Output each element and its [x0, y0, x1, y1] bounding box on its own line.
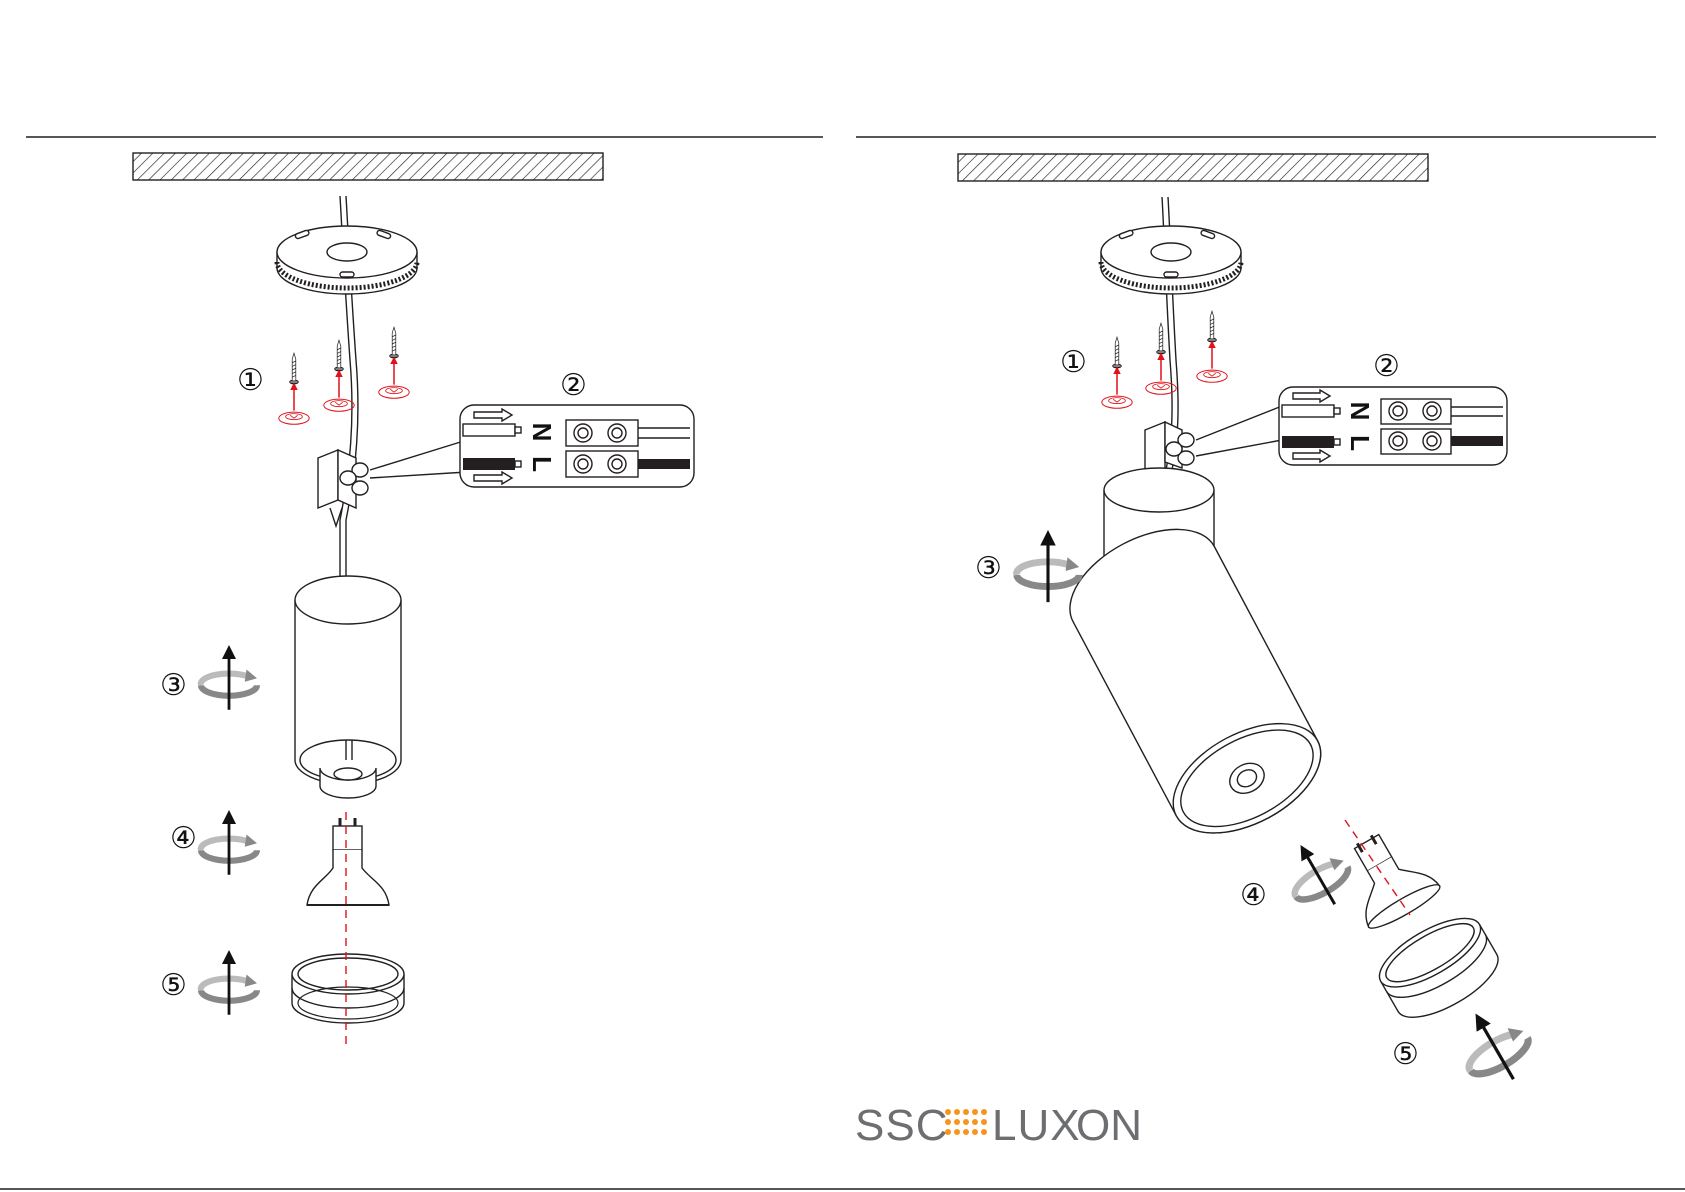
- screw-icon: [389, 327, 399, 358]
- rotate-arrow-icon: [201, 652, 257, 710]
- left-figure: ① ② N L: [160, 196, 694, 1045]
- ceiling-left: [133, 153, 603, 180]
- step-4-label: ④: [1240, 878, 1267, 913]
- brand-part-on: ON: [1076, 1101, 1142, 1150]
- screw-icon: [334, 340, 344, 371]
- screw-icon: [289, 353, 299, 384]
- gu10-bulb-icon: [307, 818, 389, 905]
- step-5-label: ⑤: [1392, 1037, 1419, 1072]
- live-label: L: [1345, 435, 1375, 451]
- wall-plug-icon: [1197, 344, 1227, 382]
- brand-part-lux: LUX: [992, 1101, 1081, 1150]
- wall-plug-icon: [379, 360, 409, 398]
- wall-plug-icon: [1102, 370, 1132, 408]
- wall-plug-icon: [279, 386, 309, 424]
- screw-icon: [1207, 311, 1217, 342]
- screw-icon: [1156, 323, 1166, 354]
- rotate-arrow-icon: [1278, 837, 1360, 920]
- step-3-label: ③: [160, 668, 187, 703]
- step-1-label: ①: [237, 363, 264, 398]
- ceiling-plate-icon: [277, 226, 417, 294]
- step-3-label: ③: [975, 551, 1002, 586]
- wiring-callout: N L: [460, 405, 694, 487]
- step-5-label: ⑤: [160, 968, 187, 1003]
- wall-plug-icon: [324, 373, 354, 411]
- ceiling-right: [958, 154, 1428, 181]
- lamp-body-icon: [295, 576, 401, 798]
- front-ring-icon: [292, 954, 404, 1023]
- brand-logo: SSC LUX ON: [855, 1101, 1142, 1150]
- ceiling-plate-icon: [1101, 226, 1241, 294]
- front-ring-icon: [1370, 905, 1508, 1030]
- step-2-label: ②: [560, 368, 587, 403]
- brand-dots-icon: [945, 1109, 987, 1135]
- screw-icon: [1112, 337, 1122, 368]
- terminal-block-icon: [318, 450, 368, 526]
- step-1-label: ①: [1060, 345, 1087, 380]
- neutral-label: N: [1345, 402, 1375, 421]
- brand-part-ssc: SSC: [855, 1101, 948, 1150]
- lamp-body-icon: [1052, 468, 1339, 856]
- right-figure: ① ② N L: [975, 197, 1542, 1096]
- rotate-arrow-icon: [201, 817, 257, 875]
- rotate-arrow-icon: [1451, 1004, 1542, 1095]
- rotate-arrow-icon: [201, 957, 257, 1015]
- wiring-callout: N L: [1279, 387, 1507, 465]
- live-label: L: [527, 456, 557, 472]
- rotate-arrow-icon: [1017, 538, 1080, 602]
- neutral-label: N: [527, 423, 557, 442]
- step-4-label: ④: [170, 821, 197, 856]
- step-2-label: ②: [1373, 349, 1400, 384]
